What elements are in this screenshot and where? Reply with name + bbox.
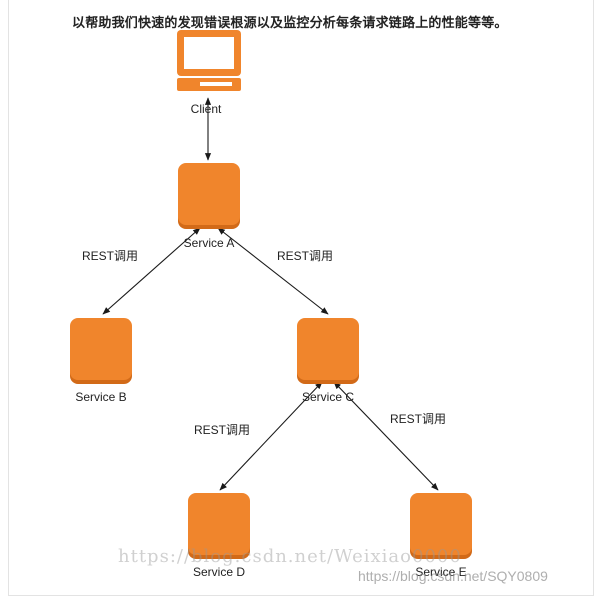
- content-frame: [8, 0, 594, 596]
- edge-a-b: [102, 227, 201, 315]
- service-a-label: Service A: [184, 236, 235, 250]
- intro-text: 以帮助我们快速的发现错误根源以及监控分析每条请求链路上的性能等等。: [72, 15, 508, 30]
- edge-c-e: [333, 381, 439, 491]
- client-computer-icon: [177, 30, 241, 91]
- service-d-label: Service D: [193, 565, 245, 579]
- service-b-label: Service B: [75, 390, 126, 404]
- service-c-node: [297, 318, 359, 384]
- service-e-label: Service E: [415, 565, 466, 579]
- overlay-watermark: https://blog.csdn.net/Weixiao0000: [118, 546, 462, 567]
- service-d-node: [188, 493, 250, 559]
- edge-label-a-b: REST调用: [82, 249, 138, 263]
- client-label: Client: [191, 102, 222, 116]
- footer-watermark: https://blog.csdn.net/SQY0809: [358, 568, 548, 584]
- service-a-node: [178, 163, 240, 229]
- edge-label-a-c: REST调用: [277, 249, 333, 263]
- service-e-node: [410, 493, 472, 559]
- service-c-label: Service C: [302, 390, 354, 404]
- edge-label-c-d: REST调用: [194, 423, 250, 437]
- edge-a-c: [217, 227, 329, 315]
- edge-c-d: [219, 381, 323, 491]
- edge-label-c-e: REST调用: [390, 412, 446, 426]
- service-b-node: [70, 318, 132, 384]
